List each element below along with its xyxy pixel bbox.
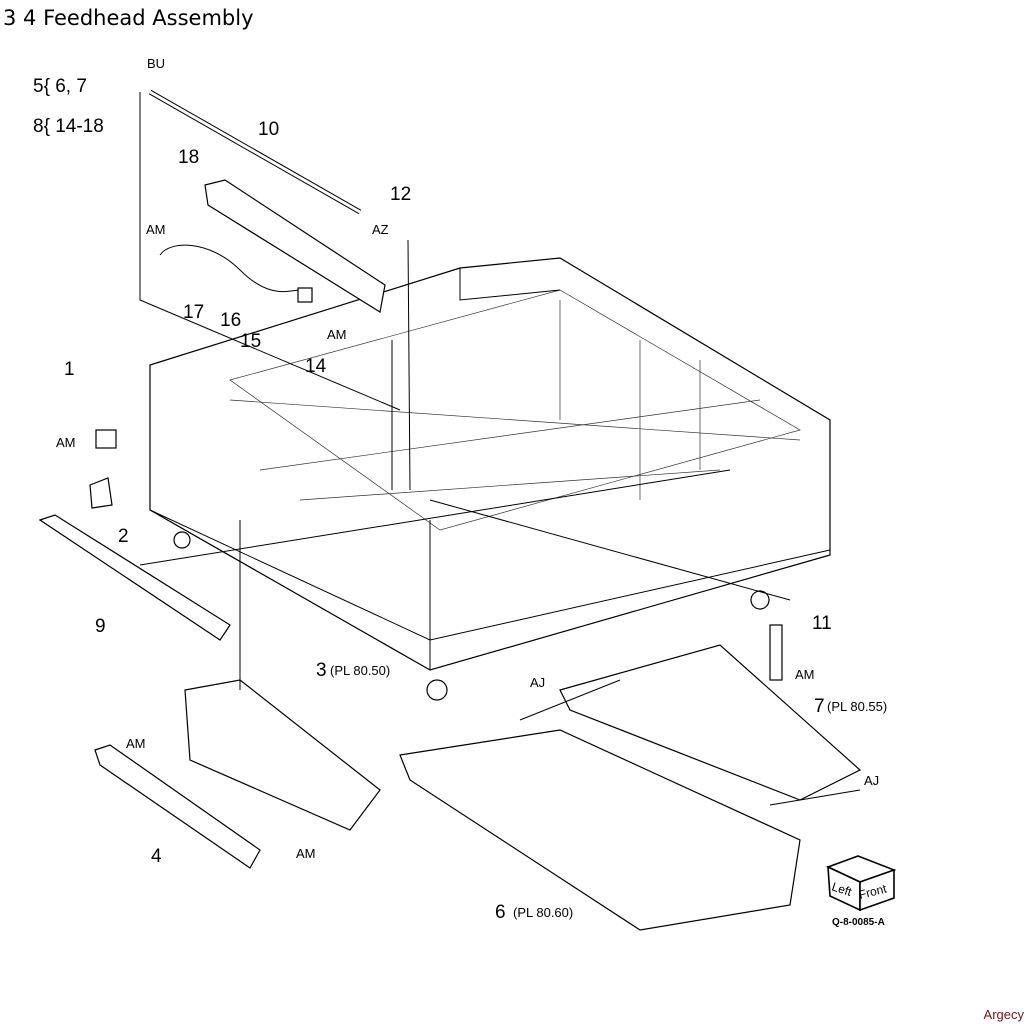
orientation-cube: Left Front (825, 855, 897, 912)
callout-11: 11 (812, 613, 832, 634)
callout-10: 10 (258, 119, 279, 140)
callout-1: 1 (64, 359, 75, 380)
callout-am: AM (146, 222, 166, 237)
callout-17: 17 (183, 302, 204, 323)
callout-14: 14 (305, 356, 327, 377)
callout-18: 18 (178, 147, 199, 168)
feeder-frame (149, 257, 831, 701)
callout-9: 9 (95, 616, 106, 637)
callout-3: 3 (316, 660, 327, 681)
note-8: 8{ 14-18 (33, 116, 104, 137)
callout-aj: AJ (530, 675, 545, 690)
callout-4: 4 (151, 846, 162, 867)
cube-front-label: Front (857, 881, 888, 902)
callout-16: 16 (220, 310, 241, 331)
callout-2: 2 (118, 526, 129, 547)
callout-am: AM (327, 327, 347, 342)
callout-15: 15 (240, 331, 261, 352)
callout-7-ref: (PL 80.55) (827, 699, 887, 714)
callout-6: 6 (495, 902, 506, 923)
callout-am: AM (795, 667, 815, 682)
exploded-parts (38, 89, 862, 931)
callout-6-ref: (PL 80.60) (513, 905, 573, 920)
callout-7: 7 (814, 696, 825, 717)
callout-am: AM (296, 846, 316, 861)
callout-12: 12 (390, 184, 411, 205)
callout-am: AM (126, 736, 146, 751)
callout-bu: BU (147, 56, 165, 71)
figure-id: Q-8-0085-A (832, 917, 885, 928)
callout-3-ref: (PL 80.50) (330, 663, 390, 678)
cube-left-label: Left (830, 880, 854, 900)
watermark: Argecy (983, 1007, 1024, 1022)
callout-az: AZ (372, 222, 389, 237)
page-title: 3 4 Feedhead Assembly (3, 6, 254, 30)
callout-aj: AJ (864, 773, 879, 788)
note-5: 5{ 6, 7 (33, 76, 87, 97)
callout-am: AM (56, 435, 76, 450)
